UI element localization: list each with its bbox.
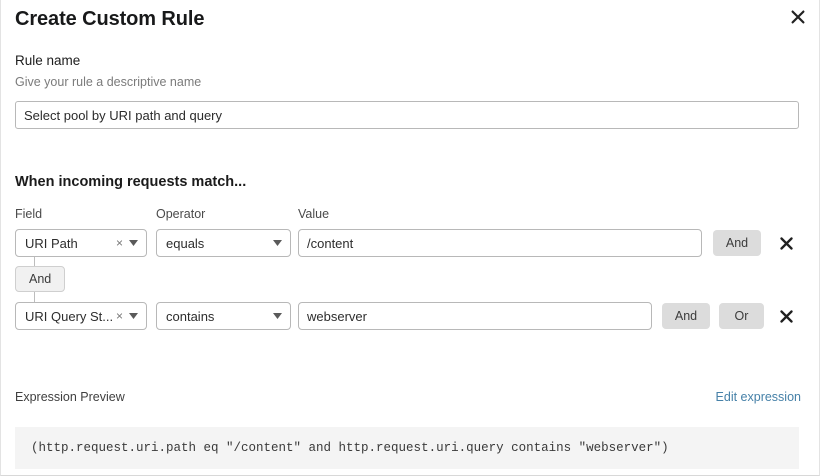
connector-line-bottom: [34, 292, 35, 302]
field-select-1[interactable]: URI Path ×: [15, 229, 147, 257]
field-select-1-value: URI Path: [25, 235, 78, 251]
close-glyph: [791, 10, 805, 24]
close-icon[interactable]: [787, 6, 809, 28]
chevron-down-icon[interactable]: [272, 240, 282, 246]
delete-condition-button-2[interactable]: [776, 306, 796, 326]
condition-row: URI Query St... × contains And Or: [1, 302, 819, 330]
add-and-condition-button-2[interactable]: And: [662, 303, 710, 329]
delete-icon: [779, 236, 793, 250]
chevron-down-icon[interactable]: [272, 313, 282, 319]
delete-condition-button-1[interactable]: [776, 233, 796, 253]
expression-preview-label: Expression Preview: [15, 390, 125, 404]
operator-select-1[interactable]: equals: [156, 229, 291, 257]
delete-icon: [779, 309, 793, 323]
rule-name-hint: Give your rule a descriptive name: [15, 75, 202, 89]
value-input-2[interactable]: [298, 302, 652, 330]
connector-line-top: [34, 257, 35, 267]
clear-icon[interactable]: ×: [115, 236, 123, 250]
condition-connector: And: [15, 257, 135, 303]
page-title: Create Custom Rule: [15, 8, 205, 30]
field-select-2-value: URI Query St...: [25, 308, 114, 324]
value-input-1[interactable]: [298, 229, 702, 257]
field-select-2[interactable]: URI Query St... ×: [15, 302, 147, 330]
condition-row: URI Path × equals And: [1, 229, 819, 257]
column-header-operator: Operator: [156, 207, 206, 221]
operator-select-2[interactable]: contains: [156, 302, 291, 330]
rule-name-input[interactable]: [15, 101, 799, 129]
add-or-condition-button-2[interactable]: Or: [719, 303, 764, 329]
column-header-field: Field: [15, 207, 43, 221]
edit-expression-link[interactable]: Edit expression: [715, 390, 801, 404]
column-header-value: Value: [298, 207, 330, 221]
chevron-down-icon[interactable]: [128, 313, 138, 319]
rule-name-label: Rule name: [15, 53, 81, 68]
clear-icon[interactable]: ×: [115, 309, 123, 323]
add-and-condition-button-1[interactable]: And: [713, 230, 761, 256]
expression-preview-code: (http.request.uri.path eq "/content" and…: [15, 427, 799, 469]
operator-select-1-value: equals: [166, 235, 205, 251]
chevron-down-icon[interactable]: [128, 240, 138, 246]
connector-and-chip[interactable]: And: [15, 266, 66, 292]
conditions-heading: When incoming requests match...: [15, 174, 247, 190]
operator-select-2-value: contains: [166, 308, 215, 324]
